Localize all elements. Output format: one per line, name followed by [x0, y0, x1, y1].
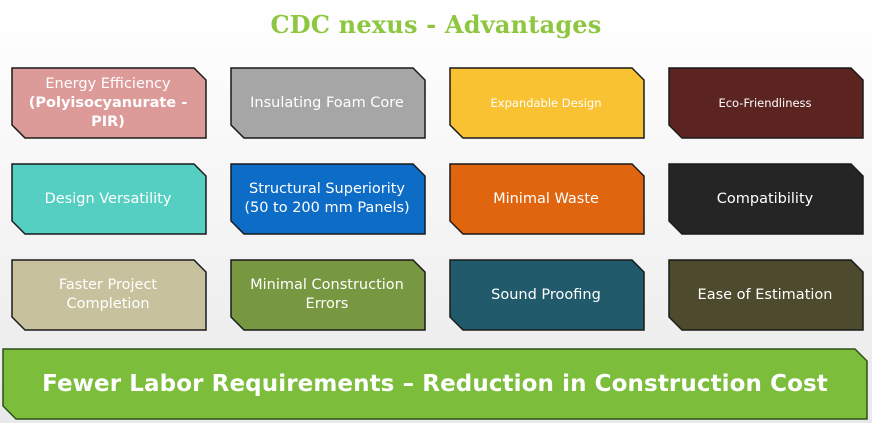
tile-shape	[11, 67, 207, 139]
tile-design-versatility: Design Versatility	[11, 163, 207, 235]
tile-label: Design Versatility	[44, 190, 172, 207]
tile-label: Minimal Construction	[250, 277, 404, 293]
tile-label: Faster Project	[58, 277, 158, 293]
tile-shape	[668, 163, 864, 235]
tile-shape	[449, 259, 645, 331]
summary-banner: Fewer Labor Requirements – Reduction in …	[2, 348, 868, 420]
tile-label: Sound Proofing	[491, 286, 601, 303]
tile-compatibility: Compatibility	[668, 163, 864, 235]
tile-minimal-construction-errors: Minimal Construction Errors	[230, 259, 426, 331]
tile-label: Compatibility	[716, 190, 814, 207]
tile-shape	[668, 259, 864, 331]
tile-insulating-foam-core: Insulating Foam Core	[230, 67, 426, 139]
tile-shape	[449, 67, 645, 139]
tile-shape	[230, 67, 426, 139]
tile-faster-project-completion: Faster Project Completion	[11, 259, 207, 331]
tile-shape	[668, 67, 864, 139]
tile-shape	[11, 163, 207, 235]
tile-label: Eco-Friendliness	[718, 95, 812, 110]
tile-shape	[449, 163, 645, 235]
tile-label-line2: (Polyisocyanurate -	[28, 94, 188, 111]
tile-label-line3: PIR)	[91, 113, 125, 130]
tile-label: Minimal Waste	[493, 190, 599, 207]
banner-shape	[2, 348, 868, 420]
tile-energy-efficiency: Energy Efficiency (Polyisocyanurate - PI…	[11, 67, 207, 139]
page-title: CDC nexus - Advantages	[270, 10, 602, 39]
tile-label: Energy Efficiency	[45, 75, 171, 92]
banner-text: Fewer Labor Requirements – Reduction in …	[42, 371, 828, 397]
tile-label: Structural Superiority	[248, 181, 405, 197]
tile-minimal-waste: Minimal Waste	[449, 163, 645, 235]
tile-label-line2: (50 to 200 mm Panels)	[244, 200, 410, 216]
tile-label-line2: Errors	[305, 296, 349, 312]
tile-ease-of-estimation: Ease of Estimation	[668, 259, 864, 331]
tile-label: Expandable Design	[490, 95, 602, 110]
tile-expandable-design: Expandable Design	[449, 67, 645, 139]
tile-label: Ease of Estimation	[697, 286, 833, 303]
tile-label-line2: Completion	[66, 296, 150, 312]
tile-shape	[11, 259, 207, 331]
tile-shape	[230, 259, 426, 331]
tile-shape	[230, 163, 426, 235]
tile-eco-friendliness: Eco-Friendliness	[668, 67, 864, 139]
tile-structural-superiority: Structural Superiority (50 to 200 mm Pan…	[230, 163, 426, 235]
tile-sound-proofing: Sound Proofing	[449, 259, 645, 331]
tile-label: Insulating Foam Core	[250, 94, 404, 111]
